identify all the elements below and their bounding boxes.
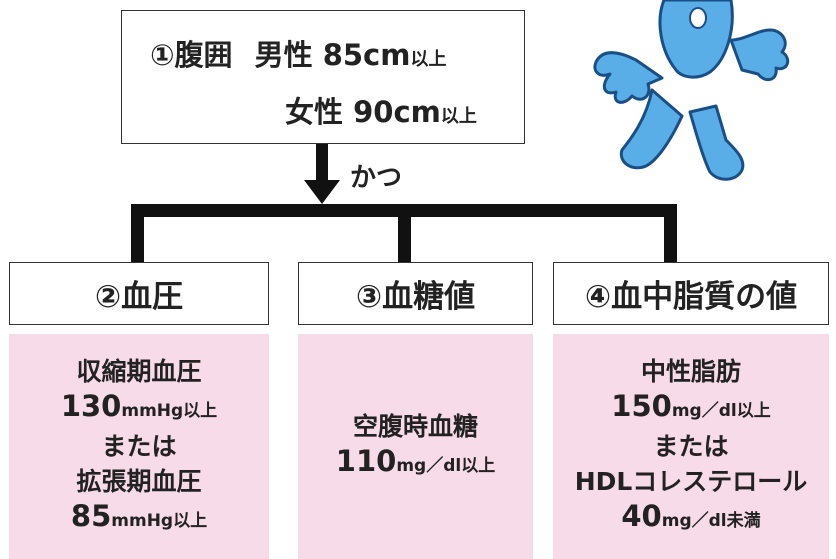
down-arrow-icon bbox=[304, 180, 340, 204]
waist-female-sex: 女性 bbox=[285, 95, 344, 129]
blood-pressure-panel: 収縮期血圧 130mmHg以上 または 拡張期血圧 85mmHg以上 bbox=[9, 334, 269, 559]
hdl-unit: mg／dl未満 bbox=[661, 511, 761, 531]
or-label: または bbox=[101, 432, 177, 461]
blood-lipid-panel: 中性脂肪 150mg／dl以上 または HDLコレステロール 40mg／dl未満 bbox=[553, 334, 829, 559]
condition-title-blood-lipid: ④血中脂質の値 bbox=[553, 262, 829, 325]
blood-sugar-panel: 空腹時血糖 110mg／dl以上 bbox=[298, 334, 533, 559]
waist-criteria-box: ①腹囲男性 85cm以上 女性 90cm以上 bbox=[121, 10, 525, 144]
branch-left-leg bbox=[131, 204, 144, 262]
blue-mascot-icon bbox=[593, 0, 790, 181]
diastolic-label: 拡張期血圧 bbox=[76, 467, 202, 496]
triglyceride-unit: mg／dl以上 bbox=[671, 401, 771, 421]
branch-right-leg bbox=[664, 204, 677, 262]
or-label: または bbox=[653, 432, 729, 461]
waist-label: ①腹囲 bbox=[150, 38, 233, 72]
systolic-value: 130 bbox=[60, 389, 122, 423]
waist-male-suffix: 以上 bbox=[410, 49, 447, 70]
hdl-value: 40 bbox=[621, 499, 662, 533]
hdl-label: HDLコレステロール bbox=[574, 467, 808, 496]
branch-middle-leg bbox=[398, 204, 411, 262]
triglyceride-value: 150 bbox=[611, 389, 672, 423]
fasting-glucose-value: 110 bbox=[335, 444, 397, 478]
systolic-unit: mmHg以上 bbox=[121, 401, 218, 421]
condition-title-blood-pressure: ②血圧 bbox=[9, 262, 269, 325]
connector-label: かつ bbox=[350, 163, 403, 193]
diastolic-unit: mmHg以上 bbox=[111, 511, 208, 531]
waist-female-line: 女性 90cm以上 bbox=[285, 89, 477, 131]
fasting-glucose-unit: mg／dl以上 bbox=[396, 456, 496, 476]
down-arrow-shaft bbox=[316, 144, 328, 184]
waist-female-value: 90cm bbox=[353, 95, 441, 129]
condition-title-blood-sugar: ③血糖値 bbox=[298, 262, 533, 325]
waist-male-sex: 男性 bbox=[254, 38, 313, 72]
waist-male-value: 85cm bbox=[322, 38, 411, 72]
waist-female-suffix: 以上 bbox=[440, 106, 477, 127]
triglyceride-label: 中性脂肪 bbox=[640, 357, 741, 386]
waist-male-line: ①腹囲男性 85cm以上 bbox=[150, 32, 446, 74]
fasting-glucose-label: 空腹時血糖 bbox=[352, 412, 478, 441]
systolic-label: 収縮期血圧 bbox=[76, 357, 202, 386]
diastolic-value: 85 bbox=[70, 499, 112, 533]
